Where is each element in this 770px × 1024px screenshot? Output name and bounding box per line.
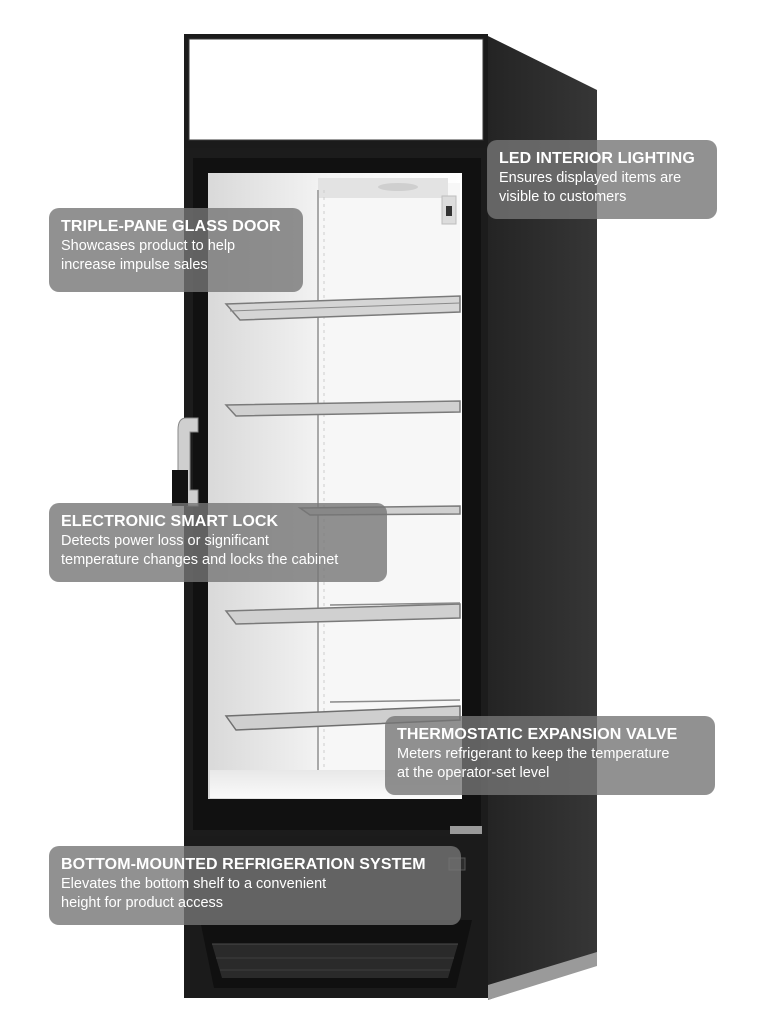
callout-description-line: Ensures displayed items are — [499, 170, 682, 186]
callout-bottom-mounted-refrigeration-system: BOTTOM-MOUNTED REFRIGERATION SYSTEM Elev… — [49, 846, 461, 925]
wire-shelf-1 — [224, 295, 461, 321]
callout-title: ELECTRONIC SMART LOCK — [61, 513, 279, 530]
header-sign-panel — [188, 38, 484, 141]
callout-description-line: temperature changes and locks the cabine… — [61, 552, 339, 568]
interior-back-wall — [318, 183, 460, 789]
callout-title: LED INTERIOR LIGHTING — [499, 150, 695, 167]
callout-description-line: Showcases product to help — [61, 238, 236, 254]
callout-description-line: Detects power loss or significant — [61, 533, 269, 549]
callout-description-line: Elevates the bottom shelf to a convenien… — [61, 876, 327, 892]
cabinet-side-kick — [488, 952, 597, 1000]
callout-led-interior-lighting: LED INTERIOR LIGHTING Ensures displayed … — [487, 140, 717, 219]
door-hinge — [450, 826, 482, 834]
refrigeration-grille-inner — [212, 944, 458, 978]
callout-title: THERMOSTATIC EXPANSION VALVE — [397, 726, 678, 743]
callout-description-line: at the operator-set level — [397, 765, 550, 781]
callout-electronic-smart-lock: ELECTRONIC SMART LOCK Detects power loss… — [49, 503, 387, 582]
led-light-fixture — [378, 183, 418, 191]
callout-description-line: increase impulse sales — [61, 257, 208, 273]
wire-shelf-2 — [224, 400, 461, 417]
callout-title: BOTTOM-MOUNTED REFRIGERATION SYSTEM — [61, 856, 426, 873]
callout-description-line: height for product access — [61, 895, 224, 911]
callout-thermostatic-expansion-valve: THERMOSTATIC EXPANSION VALVE Meters refr… — [385, 716, 715, 795]
callout-triple-pane-glass-door: TRIPLE-PANE GLASS DOOR Showcases product… — [49, 208, 303, 292]
controller-indicator — [446, 206, 452, 216]
callout-description-line: visible to customers — [499, 189, 627, 205]
wire-shelf-4 — [224, 602, 461, 625]
callout-description-line: Meters refrigerant to keep the temperatu… — [397, 746, 670, 762]
door-handle-grip — [172, 470, 188, 506]
callout-title: TRIPLE-PANE GLASS DOOR — [61, 218, 281, 235]
